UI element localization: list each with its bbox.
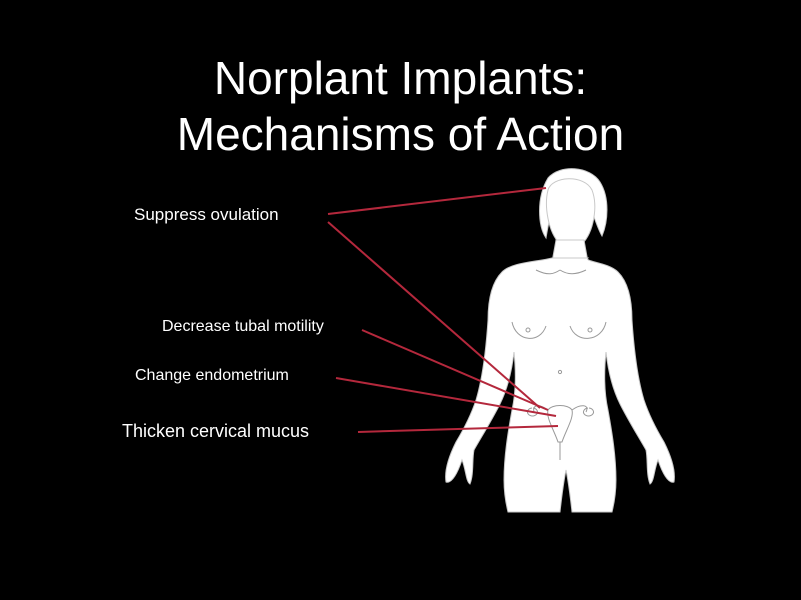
anatomy-details — [511, 269, 607, 460]
title-line-2: Mechanisms of Action — [176, 108, 625, 160]
slide-title: Norplant Implants: Mechanisms of Action — [0, 50, 801, 162]
right-nipple — [587, 327, 593, 333]
female-figure-illustration — [445, 168, 675, 513]
head — [546, 178, 596, 249]
leader-tubal-motility — [361, 329, 549, 411]
left-nipple — [525, 327, 531, 333]
navel — [557, 369, 563, 375]
leader-cervical-mucus — [357, 425, 559, 433]
ovaries — [527, 407, 594, 417]
label-suppress-ovulation: Suppress ovulation — [134, 205, 279, 224]
body — [445, 257, 675, 513]
leader-ovulation-to-ovary — [327, 221, 541, 409]
uterus — [547, 405, 573, 443]
label-thicken-cervical-mucus: Thicken cervical mucus — [122, 421, 310, 441]
left-breast — [511, 321, 547, 339]
label-decrease-tubal-motility: Decrease tubal motility — [162, 318, 324, 335]
title-line-1: Norplant Implants: — [213, 52, 588, 104]
leader-lines — [327, 187, 559, 433]
label-change-endometrium: Change endometrium — [135, 367, 289, 384]
collarbones — [535, 269, 587, 275]
leader-ovulation-to-head — [327, 187, 547, 215]
right-breast — [569, 321, 607, 339]
leader-endometrium — [335, 377, 557, 417]
